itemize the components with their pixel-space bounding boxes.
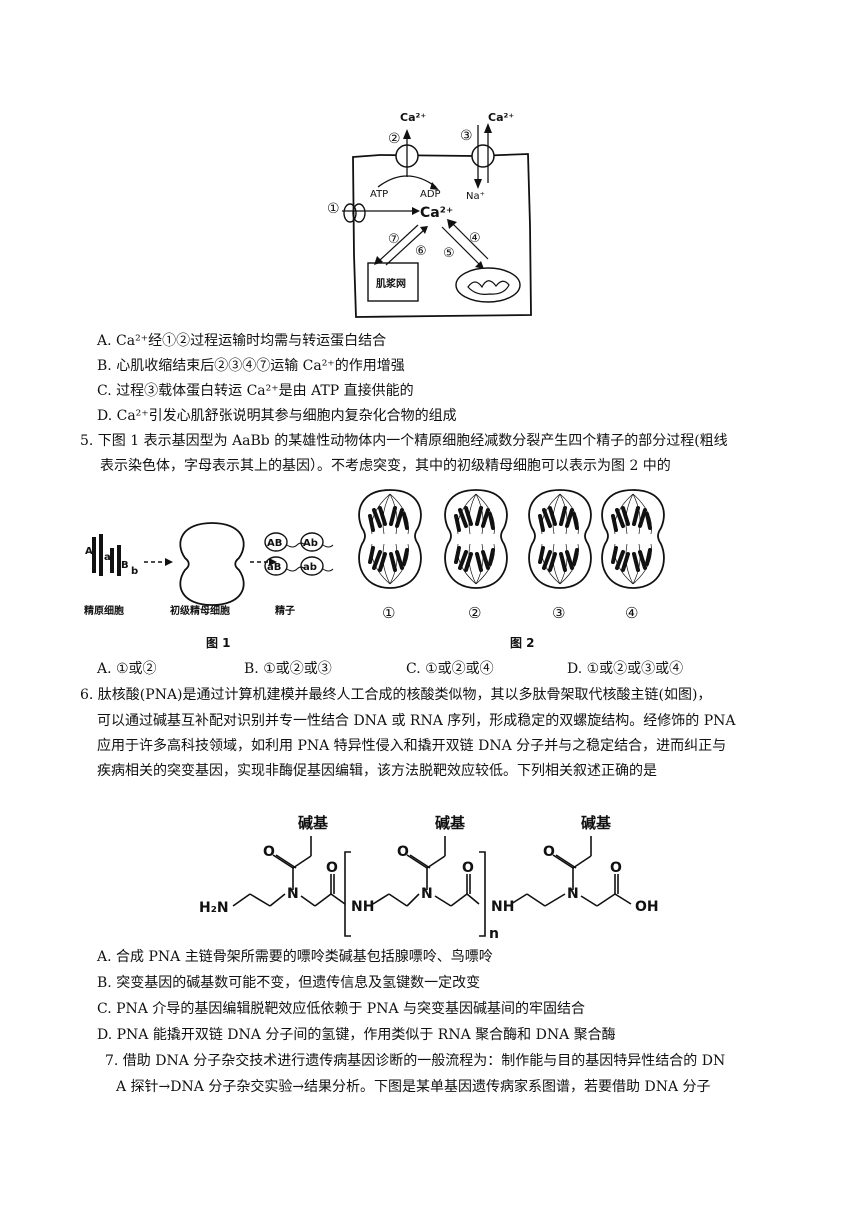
sperm-gene-ab3: aB bbox=[267, 562, 281, 573]
pna-structure-diagram: 碱基 碱基 碱基 O O O O O O H₂N N NH N n NH N O… bbox=[199, 814, 659, 942]
sarcoplasmic-reticulum bbox=[367, 262, 419, 302]
transporter-3-icon bbox=[471, 144, 495, 168]
q5-option-a: A. ①或② bbox=[97, 661, 157, 677]
ca-top-right-label: Ca²⁺ bbox=[488, 111, 514, 124]
number-5-label: ⑤ bbox=[443, 246, 455, 261]
q5-option-c: C. ①或②或④ bbox=[406, 661, 494, 677]
label-spermatogonium: 精原细胞 bbox=[84, 604, 124, 617]
number-6-label: ⑥ bbox=[415, 244, 427, 259]
q6-option-a: A. 合成 PNA 主链骨架所需要的嘌呤类碱基包括腺嘌呤、鸟嘌呤 bbox=[97, 949, 493, 965]
cell-3 bbox=[527, 488, 593, 590]
n-label-2: N bbox=[421, 886, 433, 902]
o-label-1: O bbox=[263, 844, 275, 860]
q7-stem-line-2: A 探针→DNA 分子杂交实验→结果分析。下图是某单基因遗传病家系图谱，若要借助… bbox=[116, 1079, 711, 1095]
cell-3-label: ③ bbox=[552, 604, 565, 622]
cell-2 bbox=[443, 488, 509, 590]
figure-1-meiosis: A a B b AB Ab aB ab 精原细胞 初级精母细胞 精子 图 1 bbox=[84, 522, 334, 650]
oh-label: OH bbox=[635, 899, 659, 915]
primary-spermatocyte-cell bbox=[179, 522, 245, 606]
q6-option-b: B. 突变基因的碱基数可能不变，但遗传信息及氢键数一定改变 bbox=[97, 975, 481, 991]
gene-b-label: b bbox=[131, 566, 138, 577]
number-1-label: ① bbox=[327, 201, 340, 217]
o-label-5: O bbox=[543, 844, 555, 860]
mitochondrion-icon bbox=[455, 267, 521, 303]
q6-option-d: D. PNA 能撬开双链 DNA 分子间的氢键，作用类似于 RNA 聚合酶和 D… bbox=[97, 1027, 616, 1043]
base-label-2: 碱基 bbox=[435, 814, 466, 832]
h2n-label: H₂N bbox=[199, 900, 229, 916]
o-label-3: O bbox=[397, 844, 409, 860]
label-sperm: 精子 bbox=[275, 604, 295, 617]
o-label-4: O bbox=[462, 860, 474, 876]
na-label: Na⁺ bbox=[466, 191, 485, 202]
base-label-3: 碱基 bbox=[581, 814, 612, 832]
figure-2-dividing-cells: ① ② ③ ④ 图 2 bbox=[357, 488, 666, 650]
q6-option-c: C. PNA 介导的基因编辑脱靶效应低依赖于 PNA 与突变基因碱基间的牢固结合 bbox=[97, 1001, 586, 1017]
q6-stem-line-3: 应用于许多高科技领域，如利用 PNA 特异性侵入和撬开双链 DNA 分子并与之稳… bbox=[97, 738, 727, 754]
q6-stem-line-1: 6. 肽核酸(PNA)是通过计算机建模并最终人工合成的核酸类似物，其以多肽骨架取… bbox=[80, 687, 712, 703]
nh-label-1: NH bbox=[351, 899, 374, 915]
gene-B-label: B bbox=[121, 560, 129, 571]
channel-1-icon bbox=[343, 203, 366, 223]
cell-4-label: ④ bbox=[625, 604, 638, 622]
sperm-gene-ab1: AB bbox=[267, 538, 282, 549]
spermatogonium-chromosomes bbox=[92, 534, 121, 576]
o-label-2: O bbox=[326, 860, 338, 876]
atp-label: ATP bbox=[370, 189, 388, 200]
adp-label: ADP bbox=[420, 189, 441, 200]
q7-stem-line-1: 7. 借助 DNA 分子杂交技术进行遗传病基因诊断的一般流程为：制作能与目的基因… bbox=[105, 1053, 726, 1069]
q4-option-a: A. Ca²⁺经①②过程运输时均需与转运蛋白结合 bbox=[97, 333, 387, 349]
cell-membrane bbox=[352, 153, 532, 318]
q5-option-b: B. ①或②或③ bbox=[244, 661, 332, 677]
gene-A-label: A bbox=[85, 546, 93, 557]
base-label-1: 碱基 bbox=[298, 814, 329, 832]
q6-stem-line-4: 疾病相关的突变基因，实现非酶促基因编辑，该方法脱靶效应较低。下列相关叙述正确的是 bbox=[97, 763, 657, 779]
figure-2-caption: 图 2 bbox=[510, 636, 535, 650]
sub-n-label: n bbox=[489, 926, 499, 942]
ca-top-left-label: Ca²⁺ bbox=[400, 111, 426, 124]
q4-option-b: B. 心肌收缩结束后②③④⑦运输 Ca²⁺的作用增强 bbox=[97, 358, 405, 374]
cell-1-label: ① bbox=[382, 604, 395, 622]
cell-1 bbox=[357, 488, 423, 590]
gene-a-label: a bbox=[104, 552, 111, 563]
sperm-cells bbox=[264, 532, 334, 576]
number-4-label: ④ bbox=[469, 231, 481, 246]
number-2-label: ② bbox=[388, 131, 401, 147]
figure-1-caption: 图 1 bbox=[206, 636, 231, 650]
sperm-gene-ab4: ab bbox=[303, 562, 317, 573]
sr-label: 肌浆网 bbox=[376, 277, 406, 290]
q6-stem-line-2: 可以通过碱基互补配对识别并专一性结合 DNA 或 RNA 序列，形成稳定的双螺旋… bbox=[97, 713, 736, 729]
q5-stem-line-2: 表示染色体，字母表示其上的基因）。不考虑突变，其中的初级精母细胞可以表示为图 2… bbox=[100, 458, 671, 474]
ca-center-label: Ca²⁺ bbox=[420, 205, 453, 221]
q4-option-d: D. Ca²⁺引发心肌舒张说明其参与细胞内复杂化合物的组成 bbox=[97, 408, 457, 424]
q4-option-c: C. 过程③载体蛋白转运 Ca²⁺是由 ATP 直接供能的 bbox=[97, 383, 414, 399]
q5-option-d: D. ①或②或③或④ bbox=[567, 661, 684, 677]
number-3-label: ③ bbox=[460, 128, 473, 144]
sperm-gene-ab2: Ab bbox=[303, 538, 318, 549]
nh-label-2: NH bbox=[491, 899, 514, 915]
number-7-label: ⑦ bbox=[388, 232, 400, 247]
o-label-6: O bbox=[610, 860, 622, 876]
cell-2-label: ② bbox=[468, 604, 481, 622]
label-primary-spermatocyte: 初级精母细胞 bbox=[170, 604, 230, 617]
n-label-3: N bbox=[567, 886, 579, 902]
n-label-1: N bbox=[287, 886, 299, 902]
cell-4 bbox=[600, 488, 666, 590]
q5-stem-line-1: 5. 下图 1 表示基因型为 AaBb 的某雄性动物体内一个精原细胞经减数分裂产… bbox=[80, 433, 728, 449]
calcium-transport-figure: Ca²⁺ Ca²⁺ ② ③ ATP ADP Na⁺ ① Ca²⁺ ⑦ ⑥ ⑤ ④… bbox=[327, 111, 532, 318]
